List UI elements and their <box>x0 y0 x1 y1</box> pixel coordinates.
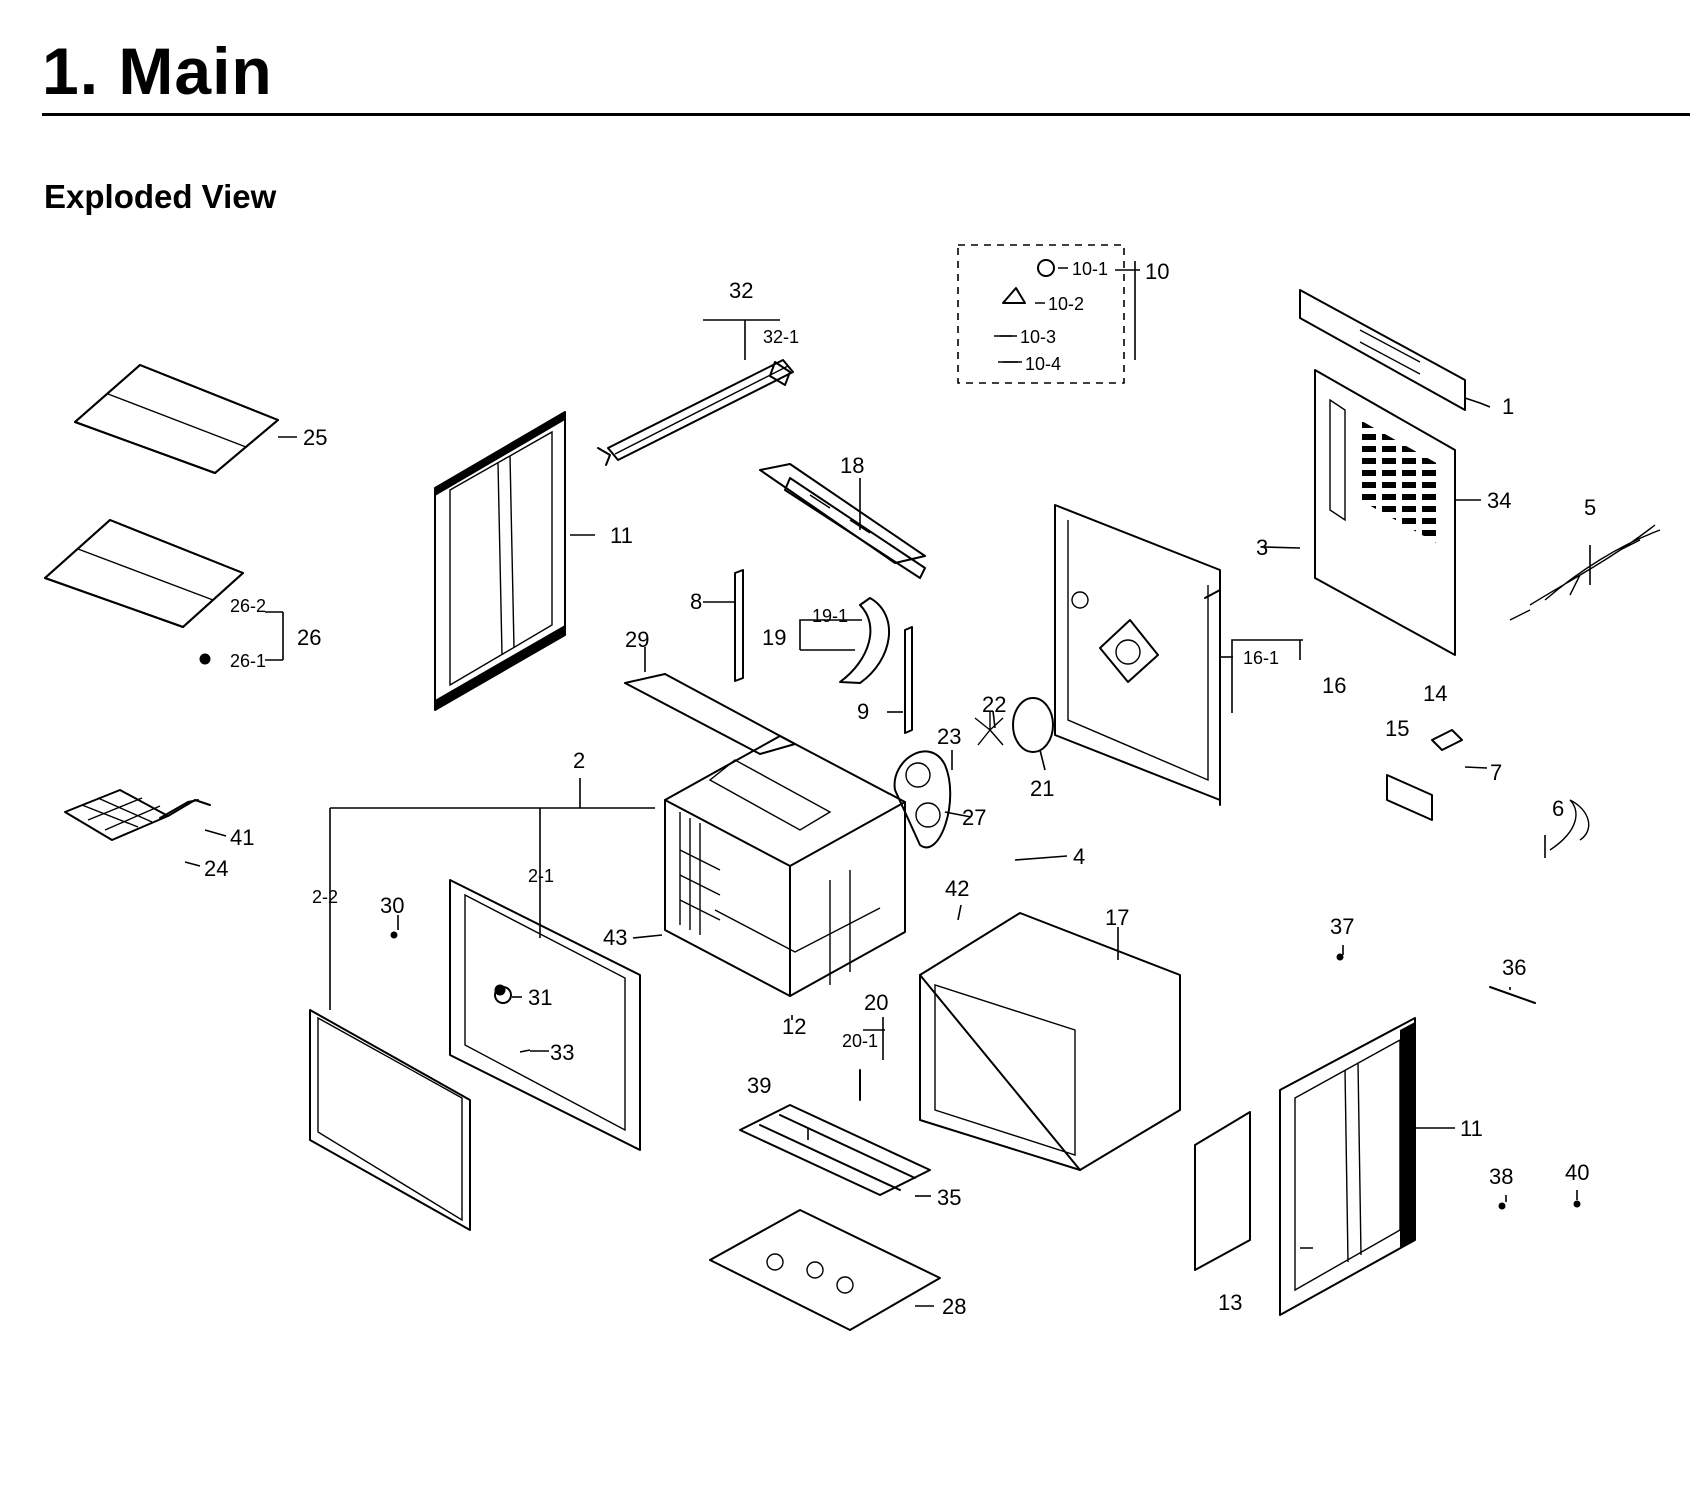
part-wire-harness <box>1509 524 1661 621</box>
callout-31: 31 <box>528 985 552 1010</box>
title-rule <box>42 113 1690 116</box>
part-switch-14 <box>1431 729 1463 751</box>
part-top-rail <box>597 359 794 466</box>
callout-19-1: 19-1 <box>812 606 848 626</box>
callout-4: 4 <box>1073 844 1085 869</box>
callout-36: 36 <box>1502 955 1526 980</box>
part-side-panel-left <box>434 411 566 711</box>
section-title: Exploded View <box>44 178 277 215</box>
part-bracket-9 <box>904 626 913 734</box>
part-rear-cover-top <box>1299 289 1466 411</box>
callout-2-1: 2-1 <box>528 866 554 886</box>
callout-11-left: 11 <box>610 523 633 548</box>
callout-2-2: 2-2 <box>312 887 338 907</box>
callout-35: 35 <box>937 1185 961 1210</box>
part-screw-38 <box>1498 1202 1506 1210</box>
callout-8: 8 <box>690 589 702 614</box>
callout-16-1: 16-1 <box>1243 648 1279 668</box>
callout-3: 3 <box>1256 535 1268 560</box>
part-bottom-plate <box>709 1209 941 1331</box>
callout-labels: 1 2 2-1 2-2 3 4 5 6 7 8 9 10 10-1 10-2 1… <box>204 259 1596 1319</box>
callout-32: 32 <box>729 278 753 303</box>
callout-33: 33 <box>550 1040 574 1065</box>
callout-38: 38 <box>1489 1164 1513 1189</box>
callout-10: 10 <box>1145 259 1169 284</box>
part-screw-33 <box>519 1049 531 1053</box>
callout-37: 37 <box>1330 914 1354 939</box>
part-rear-cover <box>1314 369 1456 656</box>
callout-26-2: 26-2 <box>230 596 266 616</box>
part-plate-13 <box>1194 1111 1251 1271</box>
callout-15: 15 <box>1385 716 1409 741</box>
callout-26: 26 <box>297 625 321 650</box>
part-screw-40 <box>1573 1200 1581 1208</box>
part-rear-panel <box>1054 504 1221 806</box>
callout-27: 27 <box>962 805 986 830</box>
callout-10-3: 10-3 <box>1020 327 1056 347</box>
page-title: 1. Main <box>42 34 273 108</box>
callout-18: 18 <box>840 453 864 478</box>
part-oven-rack-lower <box>44 519 244 665</box>
part-10-1 <box>1037 259 1055 277</box>
part-knob-31 <box>494 986 512 1004</box>
part-board-15 <box>1386 774 1433 821</box>
part-oven-cavity <box>664 735 906 997</box>
callout-30: 30 <box>380 893 404 918</box>
callout-20-1: 20-1 <box>842 1031 878 1051</box>
callout-23: 23 <box>937 724 961 749</box>
callout-20: 20 <box>864 990 888 1015</box>
callout-22: 22 <box>982 692 1006 717</box>
callout-17: 17 <box>1105 905 1129 930</box>
callout-12: 12 <box>782 1014 806 1039</box>
callout-40: 40 <box>1565 1160 1589 1185</box>
callout-19: 19 <box>762 625 786 650</box>
callout-14: 14 <box>1423 681 1447 706</box>
callout-29: 29 <box>625 627 649 652</box>
callout-21: 21 <box>1030 776 1054 801</box>
part-side-panel-right <box>1279 1017 1416 1316</box>
part-door-frame <box>449 879 641 1151</box>
callout-7: 7 <box>1490 760 1502 785</box>
callout-6: 6 <box>1552 796 1564 821</box>
part-screw-37 <box>1336 953 1344 961</box>
part-broil-element <box>64 789 211 841</box>
callout-43: 43 <box>603 925 627 950</box>
part-ring-21 <box>1012 697 1054 753</box>
part-rod-36 <box>1489 986 1536 1004</box>
leader-lines <box>184 261 1591 1307</box>
callout-16: 16 <box>1322 673 1346 698</box>
part-cord-6 <box>1549 799 1590 851</box>
part-bracket-18 <box>759 463 926 579</box>
part-fan-22 <box>974 712 1004 746</box>
part-bracket-8 <box>734 569 744 682</box>
part-duct-19 <box>839 597 891 684</box>
part-oven-rack-upper <box>74 364 279 474</box>
callout-13: 13 <box>1218 1290 1242 1315</box>
part-door-gasket <box>309 1009 471 1231</box>
kit-10-box <box>957 244 1125 384</box>
callout-42: 42 <box>945 876 969 901</box>
callout-10-2: 10-2 <box>1048 294 1084 314</box>
part-screw-30 <box>390 931 398 939</box>
callout-2: 2 <box>573 748 585 773</box>
part-drawer <box>919 912 1181 1171</box>
part-10-2 <box>1002 287 1026 304</box>
part-bake-element <box>739 1104 931 1196</box>
part-convection-cover <box>893 750 952 849</box>
callout-34: 34 <box>1487 488 1511 513</box>
callout-28: 28 <box>942 1294 966 1319</box>
callout-9: 9 <box>857 699 869 724</box>
callout-10-4: 10-4 <box>1025 354 1061 374</box>
callout-39: 39 <box>747 1073 771 1098</box>
callout-1: 1 <box>1502 394 1514 419</box>
callout-10-1: 10-1 <box>1072 259 1108 279</box>
callout-11-right: 11 <box>1460 1116 1483 1141</box>
callout-25: 25 <box>303 425 327 450</box>
callout-26-1: 26-1 <box>230 651 266 671</box>
callout-24: 24 <box>204 856 228 881</box>
callout-41: 41 <box>230 825 254 850</box>
callout-5: 5 <box>1584 495 1596 520</box>
callout-32-1: 32-1 <box>763 327 799 347</box>
